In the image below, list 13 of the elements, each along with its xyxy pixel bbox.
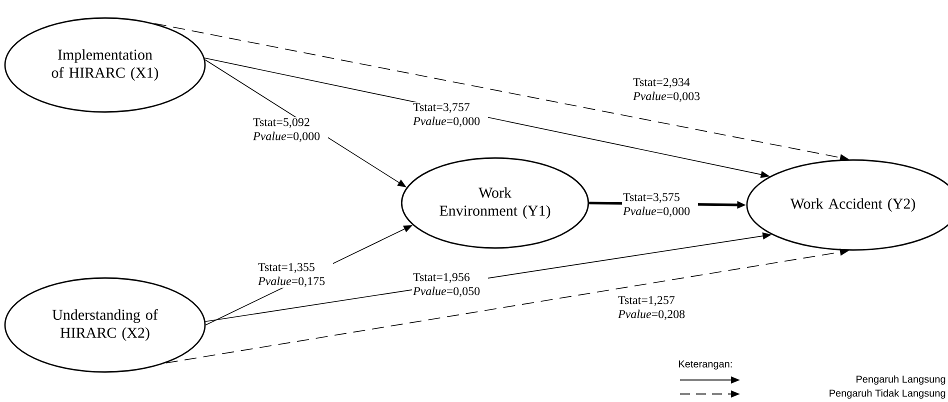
edge-label: Tstat=3,757 Pvalue=0,000: [412, 102, 488, 128]
edge-label: Tstat=1,257 Pvalue=0,208: [617, 295, 693, 321]
ellipse-node: Implementation of HIRARC (X1): [4, 17, 206, 113]
legend-text: Pengaruh Tidak Langsung: [830, 389, 946, 399]
edge-label: Tstat=5,092 Pvalue=0,000: [252, 117, 328, 143]
legend-text: Pengaruh Langsung: [856, 375, 946, 385]
edge-label: Tstat=2,934 Pvalue=0,003: [632, 77, 708, 103]
ellipse-node: Understanding of HIRARC (X2): [4, 277, 206, 373]
edge-label: Tstat=3,575 Pvalue=0,000: [622, 192, 698, 218]
edge-label: Tstat=1,355 Pvalue=0,175: [257, 262, 333, 288]
edge-label: Tstat=1,956 Pvalue=0,050: [412, 272, 488, 298]
ellipse-node: Work Environment (Y1): [400, 157, 590, 249]
legend-title: Keterangan:: [679, 360, 732, 370]
